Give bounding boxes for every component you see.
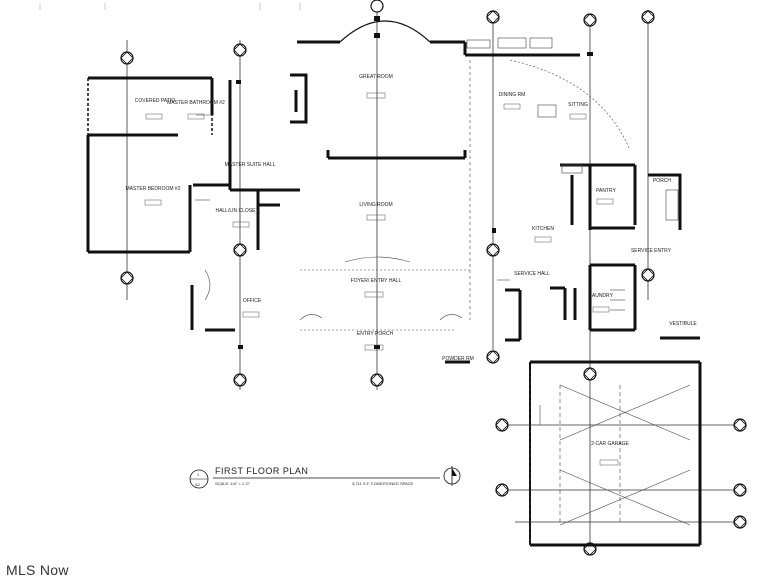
section-marks: [236, 16, 593, 349]
svg-text:A2: A2: [195, 482, 201, 487]
room-foyer: FOYER/ ENTRY HALL: [351, 278, 402, 284]
room-kitchen: KITCHEN: [532, 226, 554, 232]
title-block: 1 A2 FIRST FLOOR PLAN SCALE: 1/4" = 1'-0…: [189, 466, 461, 489]
room-tags: [144, 92, 619, 466]
room-labels: COVERED PATIO MASTER BATHROOM #2 MASTER …: [125, 74, 697, 447]
room-master-bathroom: MASTER BATHROOM #2: [167, 100, 225, 106]
room-garage: 2-CAR GARAGE: [591, 441, 629, 447]
room-hall-closet: HALL/LIN CLOSET: [215, 208, 258, 214]
room-master-suite-hall: MASTER SUITE HALL: [225, 162, 276, 168]
room-entry-porch: ENTRY PORCH: [357, 331, 394, 337]
plan-title: FIRST FLOOR PLAN: [215, 466, 308, 476]
grid-marker-diamonds: [120, 10, 747, 556]
room-porch: PORCH: [653, 178, 671, 184]
room-laundry: LAUNDRY: [589, 293, 613, 299]
detail-lines: [195, 37, 691, 545]
room-service-entry: SERVICE ENTRY: [631, 248, 672, 254]
room-sitting: SITTING: [568, 102, 588, 108]
room-office: OFFICE: [243, 298, 262, 304]
plan-area-note: 3,711 S.F. CONDITIONED SPACE: [352, 481, 414, 486]
room-dining: DINING RM: [499, 92, 526, 98]
watermark: MLS Now: [6, 562, 69, 578]
room-pantry: PANTRY: [596, 188, 616, 194]
room-vestibule: VESTIBULE: [669, 321, 697, 327]
room-service-hall: SERVICE HALL: [514, 271, 550, 277]
room-living-room: LIVING ROOM: [359, 202, 392, 208]
svg-text:1: 1: [197, 472, 200, 477]
walls: [86, 20, 702, 547]
room-covered-patio: COVERED PATIO: [135, 98, 175, 104]
room-master-bedroom: MASTER BEDROOM #2: [125, 186, 180, 192]
room-powder: POWDER RM: [442, 356, 474, 362]
plan-scale: SCALE: 1/4" = 1'-0": [215, 481, 250, 486]
room-great-room: GREAT ROOM: [359, 74, 393, 80]
